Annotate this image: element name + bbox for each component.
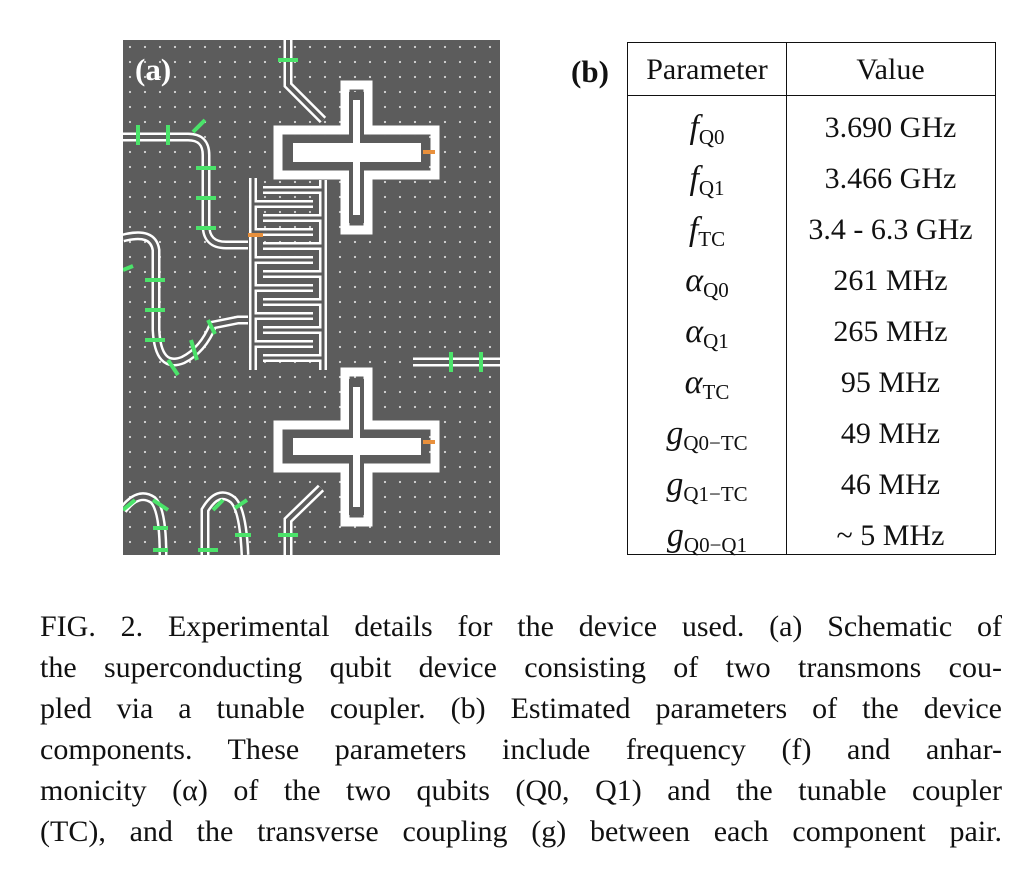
header-value: Value (856, 53, 925, 86)
table-row: fQ1 3.466 GHz (628, 153, 995, 204)
column-divider (786, 43, 787, 554)
parameter-symbol: g (666, 415, 684, 452)
value-cell: ~ 5 MHz (836, 519, 945, 552)
caption-line: pled via a tunable coupler. (b) Estimate… (40, 692, 1002, 725)
value-cell: 46 MHz (840, 468, 941, 501)
parameter-cell: αQ1 (628, 306, 786, 367)
value-cell: 95 MHz (840, 366, 941, 399)
table-row: gQ0−TC 49 MHz (628, 408, 995, 459)
caption-line: FIG. 2. Experimental details for the dev… (40, 610, 1002, 643)
parameter-subscript: Q0 (703, 278, 729, 302)
transmon-q1 (273, 367, 440, 527)
parameter-subscript: Q0 (698, 125, 725, 149)
parameter-symbol: g (666, 466, 684, 503)
parameter-subscript: Q1 (703, 329, 729, 353)
parameter-subscript: Q1 (698, 176, 725, 200)
parameter-subscript: Q0−TC (683, 431, 748, 455)
parameter-cell: gQ0−TC (628, 408, 786, 469)
caption-line: the superconducting qubit device consist… (40, 651, 1002, 684)
transmon-q0 (273, 80, 440, 235)
value-cell: 3.690 GHz (824, 111, 957, 144)
table-row: gQ0−Q1 ~ 5 MHz (628, 510, 995, 561)
table-row: fQ0 3.690 GHz (628, 102, 995, 153)
parameter-symbol: α (685, 313, 704, 350)
value-cell: 3.4 - 6.3 GHz (808, 213, 973, 246)
junction-q0 (423, 150, 435, 154)
parameter-subscript: Q1−TC (683, 482, 748, 506)
caption-line: monicity (α) of the two qubits (Q0, Q1) … (40, 774, 1002, 807)
parameter-subscript: Q0−Q1 (683, 533, 748, 557)
parameter-cell: αTC (628, 357, 786, 418)
parameter-symbol: g (666, 517, 684, 554)
parameter-cell: fTC (628, 204, 786, 265)
header-rule (628, 95, 995, 96)
parameter-symbol: α (685, 262, 704, 299)
airbridge-markers (123, 58, 483, 552)
header-parameter: Parameter (646, 53, 768, 86)
device-schematic (123, 40, 500, 555)
table-row: αQ0 261 MHz (628, 255, 995, 306)
value-cell: 3.466 GHz (824, 162, 957, 195)
caption-line: components. These parameters include fre… (40, 733, 1002, 766)
parameter-table: Parameter Value fQ0 3.690 GHz fQ1 3.466 … (627, 42, 996, 557)
panel-b-label: (b) (571, 54, 609, 89)
parameter-symbol: f (689, 109, 699, 146)
junction-coupler (248, 233, 263, 237)
value-cell: 261 MHz (833, 264, 948, 297)
parameter-symbol: f (688, 211, 699, 248)
parameter-subscript: TC (702, 380, 730, 404)
parameter-cell: αQ0 (628, 255, 786, 316)
flux-trap-grid (123, 40, 500, 555)
table-row: fTC 3.4 - 6.3 GHz (628, 204, 995, 255)
parameter-cell: gQ1−TC (628, 459, 786, 520)
junction-q1 (423, 440, 435, 444)
parameter-cell: fQ1 (628, 153, 786, 214)
table-row: αQ1 265 MHz (628, 306, 995, 357)
figure-caption: FIG. 2. Experimental details for the dev… (40, 606, 1002, 852)
parameter-subscript: TC (698, 227, 726, 251)
panel-a-label: (a) (135, 52, 172, 87)
parameter-cell: gQ0−Q1 (628, 510, 786, 571)
value-cell: 265 MHz (833, 315, 948, 348)
table-row: αTC 95 MHz (628, 357, 995, 408)
parameter-symbol: α (684, 364, 703, 401)
parameter-cell: fQ0 (628, 102, 786, 163)
table-row: gQ1−TC 46 MHz (628, 459, 995, 510)
parameter-symbol: f (689, 160, 699, 197)
value-cell: 49 MHz (840, 417, 941, 450)
caption-line: (TC), and the transverse coupling (g) be… (40, 815, 1002, 848)
